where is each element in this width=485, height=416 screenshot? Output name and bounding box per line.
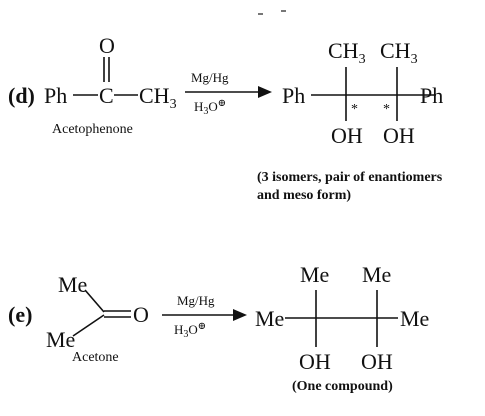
reaction-arrow-d: Mg/Hg H3O⊕ [185, 70, 272, 117]
acetophenone-oxygen: O [99, 33, 115, 58]
acetophenone-ph: Ph [44, 83, 67, 108]
arrow-head [258, 86, 272, 98]
product-ph-right: Ph [420, 83, 443, 108]
product-oh-right: OH [361, 349, 393, 374]
arrow-head [233, 309, 247, 321]
acetophenone-name: Acetophenone [52, 122, 133, 137]
product-me-top-right: Me [362, 262, 391, 287]
reagent-h3o: H3O⊕ [174, 321, 206, 340]
isomer-note-line1: (3 isomers, pair of enantiomers [257, 170, 443, 185]
bond [72, 314, 105, 337]
chiral-star-left: * [351, 102, 358, 117]
product-oh-left: OH [331, 123, 363, 148]
bond [84, 289, 105, 313]
part-d-label: (d) [8, 83, 35, 108]
acetone-me-top: Me [58, 272, 87, 297]
reagent-mg-hg: Mg/Hg [191, 70, 229, 85]
acetophenone-structure: Ph C CH3 O Acetophenone [44, 33, 177, 137]
product-oh-right: OH [383, 123, 415, 148]
isomer-note-line2: and meso form) [257, 188, 351, 203]
product-me-top-left: Me [300, 262, 329, 287]
pinacol-product-e: Me Me Me Me OH OH (One compound) [255, 262, 429, 394]
reaction-d: (d) Ph C CH3 O Acetophenone Mg/Hg H3O⊕ P… [8, 33, 443, 203]
reaction-arrow-e: Mg/Hg H3O⊕ [162, 293, 247, 340]
acetophenone-carbonyl-c: C [99, 83, 114, 108]
reagent-h3o: H3O⊕ [194, 98, 226, 117]
acetone-name: Acetone [72, 350, 119, 365]
reagent-mg-hg: Mg/Hg [177, 293, 215, 308]
product-oh-left: OH [299, 349, 331, 374]
acetophenone-ch3: CH3 [139, 83, 177, 112]
one-compound-note: (One compound) [292, 379, 393, 394]
acetone-me-bottom: Me [46, 327, 75, 352]
acetone-structure: Me Me O Acetone [46, 272, 149, 365]
product-me-right: Me [400, 306, 429, 331]
product-ph-left: Ph [282, 83, 305, 108]
product-me-left: Me [255, 306, 284, 331]
chiral-star-right: * [383, 102, 390, 117]
acetone-oxygen: O [133, 302, 149, 327]
pinacol-product-d: Ph CH3 CH3 * * Ph OH OH [282, 38, 443, 148]
reaction-e: (e) Me Me O Acetone Mg/Hg H3O⊕ Me Me Me [8, 262, 429, 394]
product-ch3-right: CH3 [380, 38, 418, 67]
part-e-label: (e) [8, 302, 32, 327]
product-ch3-left: CH3 [328, 38, 366, 67]
